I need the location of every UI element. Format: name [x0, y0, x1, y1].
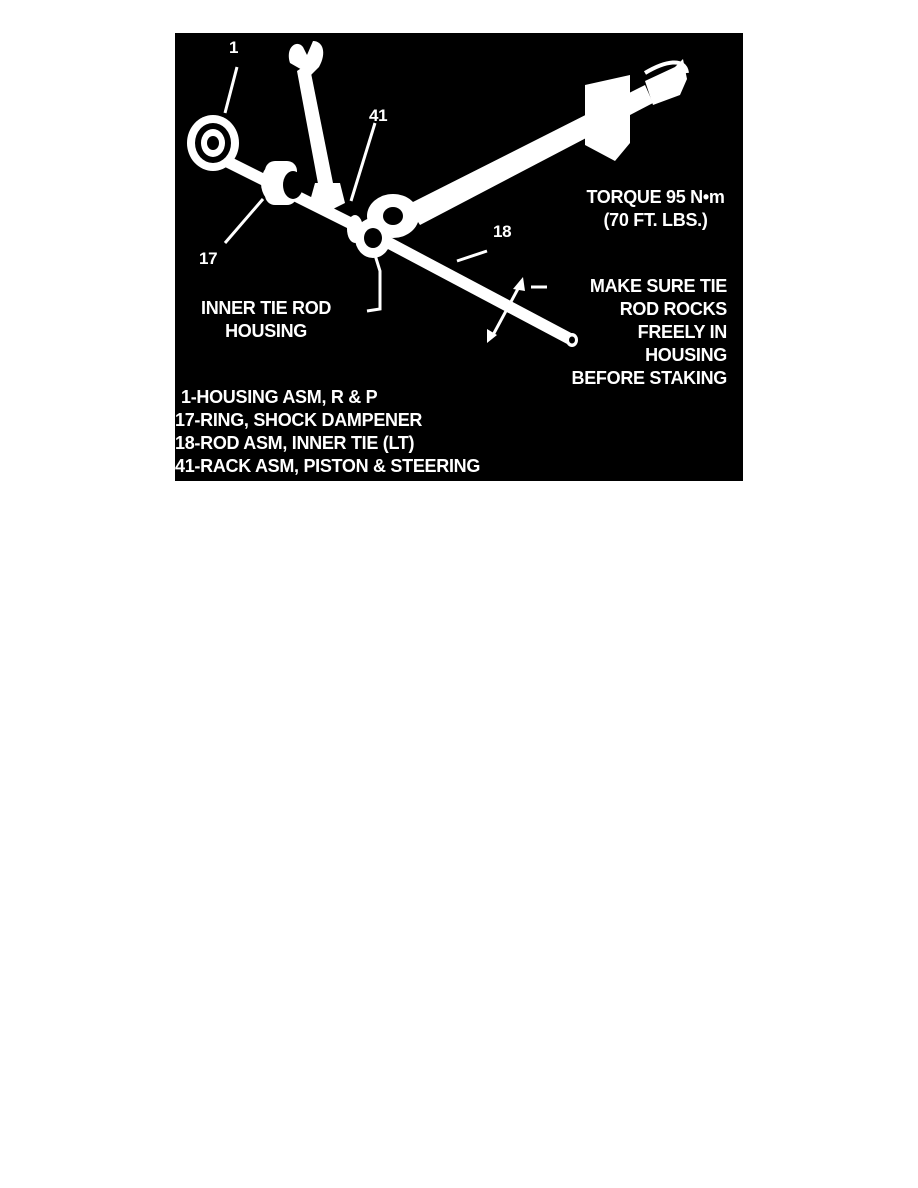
rock-check-note-line-2: ROD ROCKS [619, 299, 728, 319]
legend-item-17: 17-RING, SHOCK DAMPENER [175, 410, 423, 430]
legend-item-18: 18-ROD ASM, INNER TIE (LT) [175, 433, 415, 453]
legend-item-1: 1-HOUSING ASM, R & P [181, 387, 378, 407]
shock-dampener-ring [261, 161, 303, 205]
rock-motion-arrow [487, 277, 525, 343]
rock-check-note-line-4: HOUSING [645, 345, 727, 365]
parts-legend: 1-HOUSING ASM, R & P 17-RING, SHOCK DAMP… [175, 386, 480, 478]
housing-label-line-1: INNER TIE ROD [201, 298, 332, 318]
rock-check-note-line-3: FREELY IN [637, 322, 728, 342]
rock-check-note-line-1: MAKE SURE TIE [589, 276, 727, 296]
inner-tie-rod-housing [347, 215, 391, 258]
callout-17: 17 [199, 249, 218, 268]
rock-check-note: MAKE SURE TIE ROD ROCKS FREELY IN HOUSIN… [571, 275, 728, 390]
torque-note-line-2: (70 FT. LBS.) [603, 210, 708, 230]
callout-41: 41 [369, 106, 388, 125]
housing-label: INNER TIE ROD HOUSING [201, 297, 331, 343]
tie-rod-illustration [187, 41, 689, 347]
torque-note-line-1: TORQUE 95 N•m [586, 187, 725, 207]
legend-item-41: 41-RACK ASM, PISTON & STEERING [175, 456, 481, 476]
leader-lines [223, 66, 547, 313]
callout-18: 18 [493, 222, 512, 241]
tie-rod-installation-figure: 1 41 17 18 TORQUE 95 N•m (70 FT. LBS.) M… [175, 33, 743, 481]
housing-label-line-2: HOUSING [225, 321, 307, 341]
torque-note: TORQUE 95 N•m (70 FT. LBS.) [568, 186, 743, 232]
rock-check-note-line-5: BEFORE STAKING [571, 368, 728, 388]
rack-housing-end [187, 115, 239, 171]
callout-1: 1 [229, 38, 239, 57]
